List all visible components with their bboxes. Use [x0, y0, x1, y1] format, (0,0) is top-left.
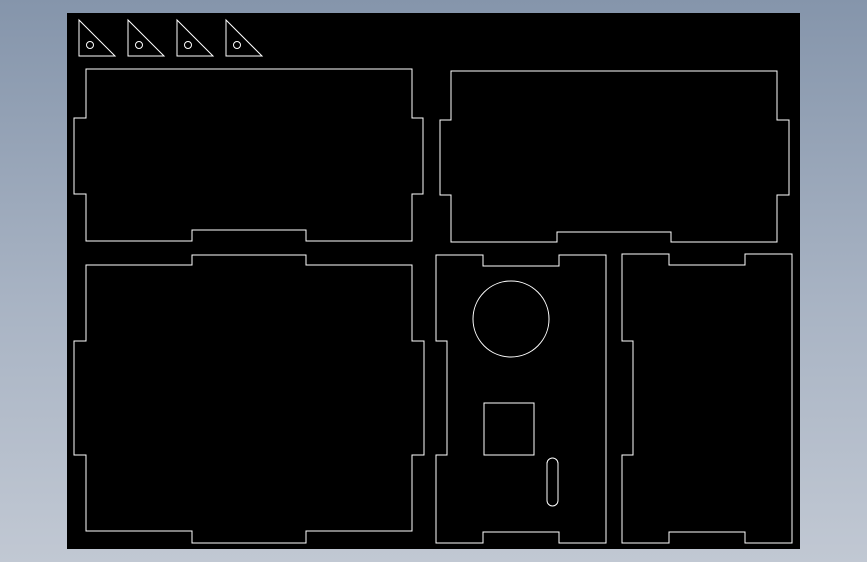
gusset-hole-3 — [184, 41, 192, 49]
center-panel[interactable] — [435, 254, 607, 544]
slot-cutout[interactable] — [546, 457, 559, 507]
triangle-gusset-3[interactable] — [176, 18, 215, 57]
gusset-hole-1 — [86, 41, 94, 49]
triangle-gusset-4[interactable] — [225, 18, 264, 57]
right-panel[interactable] — [621, 253, 793, 544]
triangle-gusset-2[interactable] — [127, 18, 166, 57]
gusset-hole-2 — [135, 41, 143, 49]
top-right-panel[interactable] — [439, 70, 790, 243]
triangle-gusset-1[interactable] — [78, 18, 117, 57]
drawing-sheet[interactable] — [67, 13, 800, 549]
square-cutout[interactable] — [483, 402, 535, 456]
top-left-panel[interactable] — [73, 68, 424, 242]
bottom-left-panel[interactable] — [73, 254, 425, 544]
round-hole[interactable] — [472, 280, 550, 358]
gusset-hole-4 — [233, 41, 241, 49]
